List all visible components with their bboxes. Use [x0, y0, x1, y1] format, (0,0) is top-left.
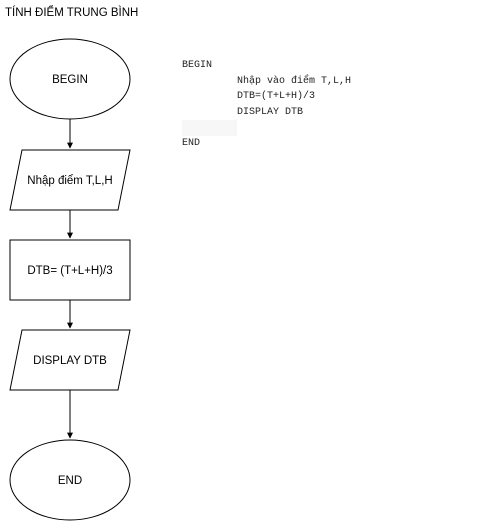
diagram-title: TÍNH ĐIỂM TRUNG BÌNH [5, 7, 139, 19]
blank-line-shade [182, 120, 237, 136]
pseudocode-block: BEGIN Nhập vào điểm T,L,H DTB=(T+L+H)/3 … [182, 58, 351, 151]
input-node [9, 149, 131, 211]
end-label: END [58, 475, 82, 487]
process-node [9, 239, 131, 301]
pseudocode-begin: BEGIN [182, 60, 213, 71]
pseudocode-end: END [182, 137, 201, 149]
pseudocode-line: DISPLAY DTB [237, 106, 304, 118]
pseudocode-blank-line [182, 120, 351, 136]
process-label: DTB= (T+L+H)/3 [27, 265, 112, 277]
input-label: Nhập điểm T,L,H [27, 175, 112, 187]
pseudocode-line: DTB=(T+L+H)/3 [237, 91, 316, 102]
output-label: DISPLAY DTB [33, 355, 107, 367]
end-node [9, 439, 131, 521]
pseudocode-line: Nhập vào điểm T,L,H [237, 75, 352, 87]
output-node [9, 329, 131, 391]
begin-label: BEGIN [52, 74, 88, 86]
